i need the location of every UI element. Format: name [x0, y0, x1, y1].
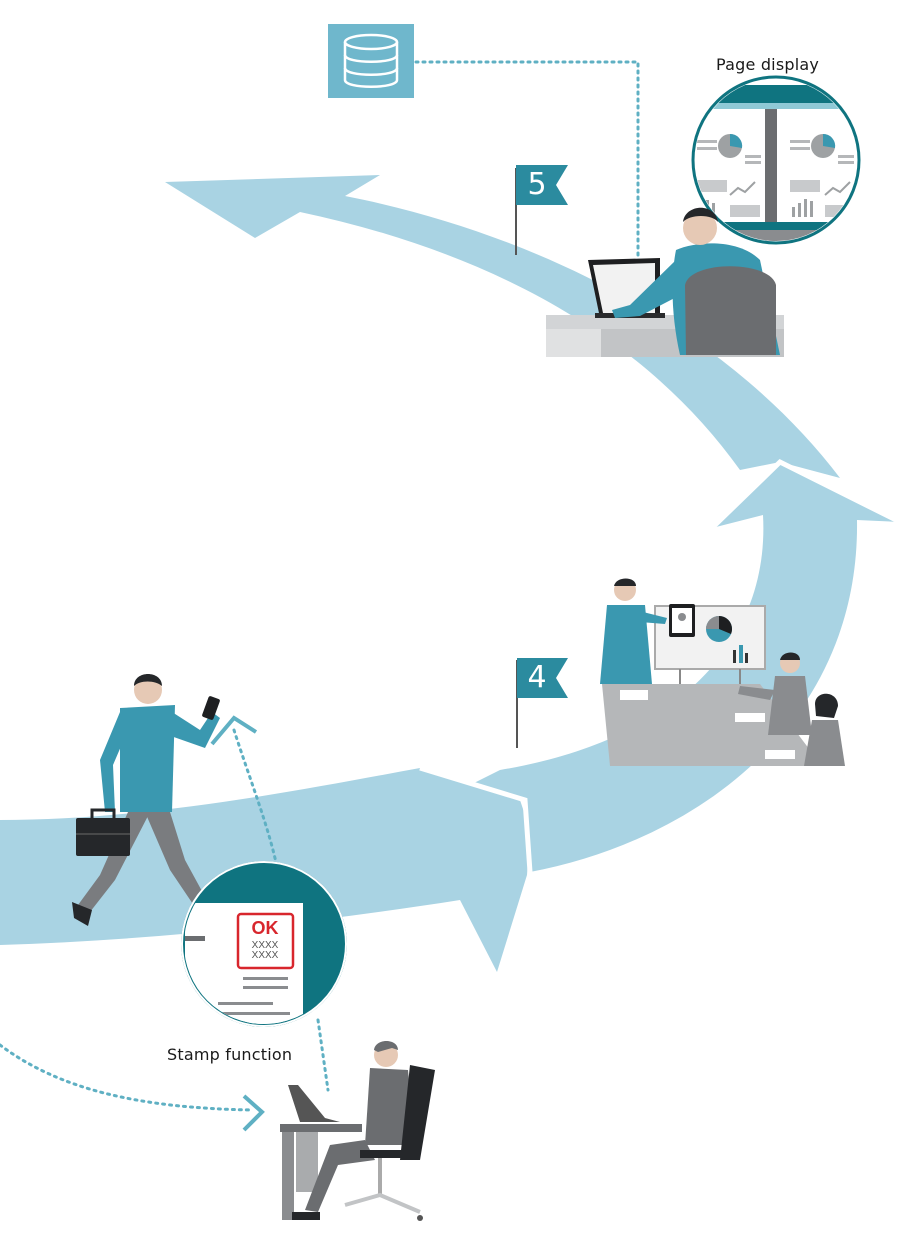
meeting-scene — [600, 578, 845, 766]
smartphone-icon — [202, 696, 220, 720]
briefcase-icon — [76, 808, 130, 856]
flag-icon — [515, 165, 568, 255]
office-worker-laptop — [546, 207, 784, 357]
flag-number-5: 5 — [527, 167, 547, 202]
cycle-arrow-top — [165, 175, 840, 478]
chair-icon — [344, 1065, 435, 1221]
flag-icon — [516, 658, 568, 748]
page-display-magnifier — [691, 75, 861, 245]
tablet-icon — [669, 604, 695, 637]
flag-number-4: 4 — [527, 660, 547, 695]
stamp-function-label: Stamp function — [167, 1045, 293, 1064]
page-display-label: Page display — [716, 55, 820, 74]
stamp-ok-text: OK — [251, 918, 279, 938]
cycle-arrow-right — [460, 462, 900, 872]
manager-at-desk — [280, 1041, 435, 1221]
database-icon — [328, 24, 414, 98]
stamp-line-2: XXXX — [251, 950, 279, 961]
stamp-function-magnifier — [181, 861, 347, 1027]
stamp-line-1: XXXX — [251, 940, 279, 951]
